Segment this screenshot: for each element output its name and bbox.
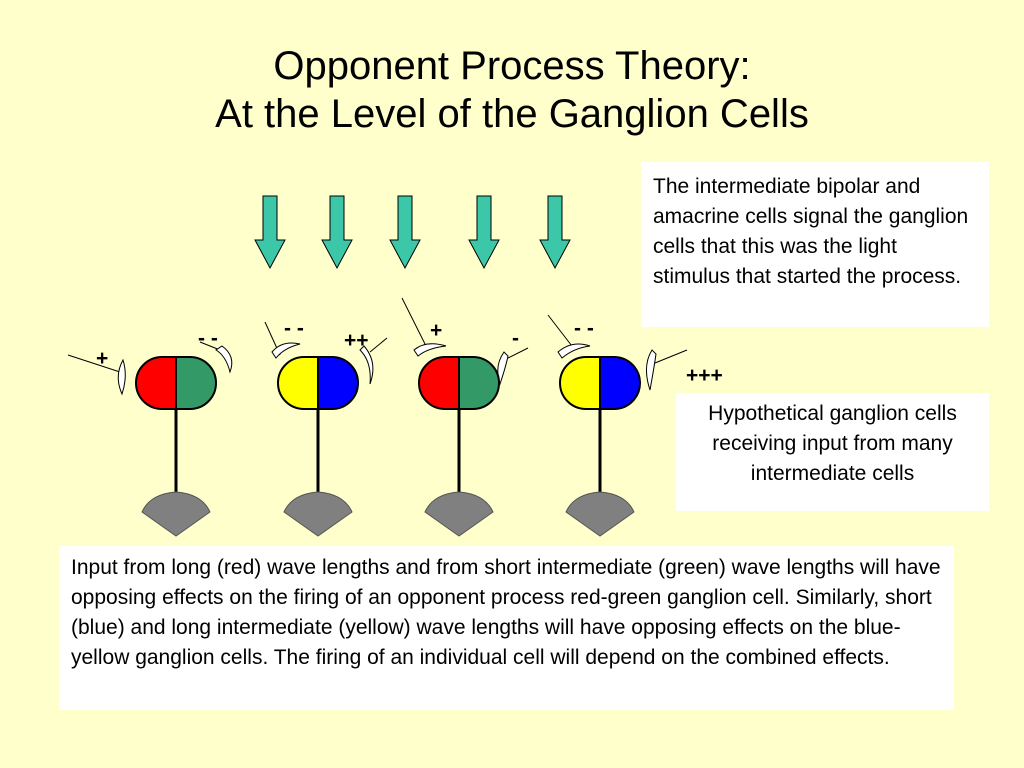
axon-terminal <box>565 491 635 537</box>
synapse-terminal <box>359 345 374 385</box>
down-arrow-icon <box>389 195 421 270</box>
cell-body-left <box>418 356 460 410</box>
down-arrow-icon <box>468 195 500 270</box>
synapse-terminal <box>557 343 591 359</box>
axon-terminal <box>283 491 353 537</box>
axon-terminal <box>424 491 494 537</box>
intermediate-line <box>547 314 576 351</box>
sign-inhibitory: - - <box>574 317 594 340</box>
cell-body-right <box>599 356 641 410</box>
ganglion-cell <box>559 356 641 537</box>
cell-body-right <box>175 356 217 410</box>
synapse-terminal <box>497 351 509 386</box>
slide-title: Opponent Process Theory: At the Level of… <box>0 42 1024 138</box>
intermediate-line <box>401 297 429 351</box>
ganglion-cells <box>135 356 641 537</box>
cell-body-left <box>277 356 319 410</box>
ganglion-cell <box>277 356 359 537</box>
cell-body-left <box>559 356 601 410</box>
sign-excitatory: ++ <box>344 329 369 352</box>
bipolar-note: The intermediate bipolar and amacrine ce… <box>641 162 989 327</box>
intermediate-line <box>654 349 688 364</box>
synapse-terminal <box>271 342 301 359</box>
sign-excitatory: + <box>430 319 443 342</box>
sign-inhibitory: - - <box>284 317 304 340</box>
sign-excitatory: +++ <box>686 364 723 387</box>
sign-excitatory: + <box>96 347 109 370</box>
sign-inhibitory: - <box>512 327 519 350</box>
sign-inhibitory: - - <box>198 327 218 350</box>
synapse-terminal <box>646 349 657 391</box>
input-explanation: Input from long (red) wave lengths and f… <box>59 546 954 710</box>
hypothetical-note: Hypothetical ganglion cells receiving in… <box>676 393 989 511</box>
intermediate-line <box>67 354 121 373</box>
cell-body-left <box>135 356 177 410</box>
title-line-2: At the Level of the Ganglion Cells <box>215 92 809 136</box>
light-arrows <box>254 195 571 270</box>
ganglion-cell <box>418 356 500 537</box>
ganglion-cell <box>135 356 217 537</box>
axon-terminal <box>141 491 211 537</box>
cell-body-right <box>458 356 500 410</box>
intermediate-line <box>369 337 388 353</box>
synapse-terminal <box>413 343 447 357</box>
intermediate-line <box>507 347 529 359</box>
title-line-1: Opponent Process Theory: <box>273 44 751 88</box>
cell-body-right <box>317 356 359 410</box>
down-arrow-icon <box>539 195 571 270</box>
intermediate-cell-lines <box>67 297 688 373</box>
down-arrow-icon <box>321 195 353 270</box>
synapse-terminal <box>117 358 126 396</box>
synapse-terminal <box>215 345 233 374</box>
synaptic-terminals <box>117 342 657 396</box>
down-arrow-icon <box>254 195 286 270</box>
